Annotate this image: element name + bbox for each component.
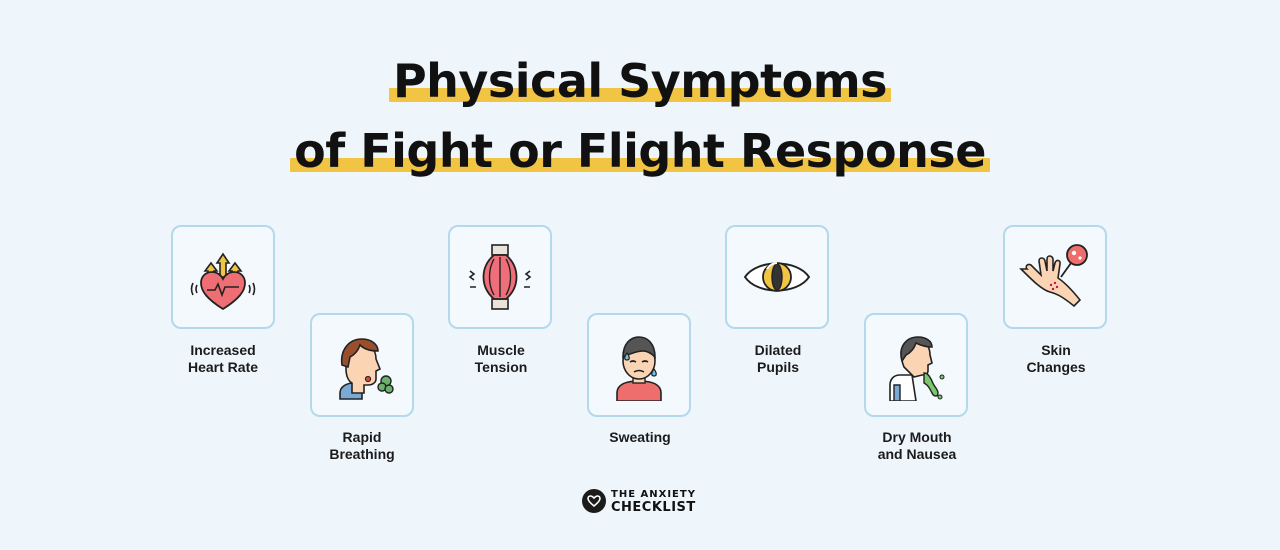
title-line-1: Physical Symptoms bbox=[0, 58, 1280, 104]
heart-arrows-icon bbox=[190, 252, 256, 311]
nausea-person-icon bbox=[889, 336, 945, 401]
logo-line-1: THE ANXIETY bbox=[611, 489, 696, 500]
symptom-card-sweating bbox=[587, 313, 691, 417]
symptom-card-pupils bbox=[725, 225, 829, 329]
eye-icon bbox=[743, 262, 811, 292]
title-line-2: of Fight or Flight Response bbox=[0, 128, 1280, 174]
symptom-label-sweating: Sweating bbox=[609, 429, 671, 445]
symptom-card-breathing bbox=[310, 313, 414, 417]
logo-line-2: CHECKLIST bbox=[611, 500, 696, 515]
symptom-card-muscle bbox=[448, 225, 552, 329]
symptom-card-skin bbox=[1003, 225, 1107, 329]
skin-hand-icon bbox=[1019, 244, 1088, 308]
symptom-card-nausea bbox=[864, 313, 968, 417]
heart-logo-icon bbox=[582, 489, 606, 513]
breathing-face-icon bbox=[339, 338, 394, 400]
brand-logo: THE ANXIETY CHECKLIST bbox=[582, 489, 712, 515]
muscle-icon bbox=[468, 244, 532, 310]
sweating-face-icon bbox=[616, 336, 662, 401]
symptom-card-heart-rate bbox=[171, 225, 275, 329]
